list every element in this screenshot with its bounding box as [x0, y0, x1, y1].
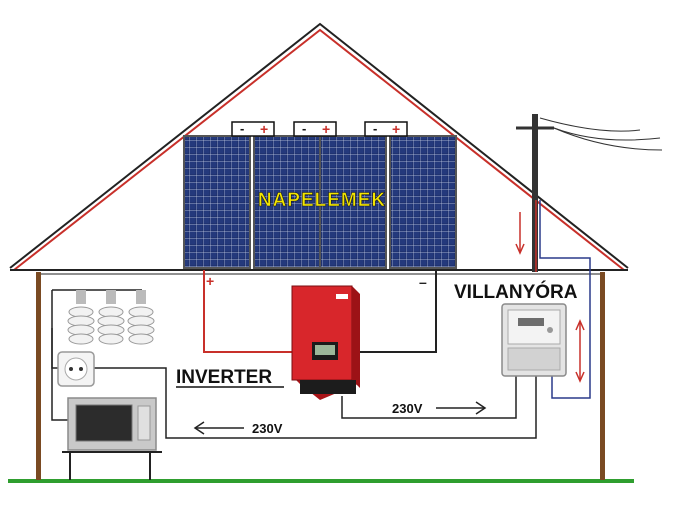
meter-icon	[501, 303, 567, 377]
connector-3-plus: +	[392, 121, 400, 137]
connector-2-plus: +	[322, 121, 330, 137]
bulb-icon	[97, 290, 125, 345]
connector-1-plus: +	[260, 121, 268, 137]
bulb-icon	[67, 290, 95, 345]
connector-3-minus: -	[373, 121, 377, 136]
roof	[9, 22, 629, 271]
solar-panel-4	[389, 135, 457, 269]
arrow-up-down-icon	[575, 319, 585, 383]
dc-minus-label: –	[419, 274, 427, 290]
meter-label: VILLANYÓRA	[454, 281, 578, 303]
utility-pole-icon	[516, 114, 663, 272]
socket-icon	[57, 351, 95, 387]
connector-1-minus: -	[240, 121, 244, 136]
dc-plus-label: +	[206, 273, 214, 289]
ground-line	[8, 479, 634, 483]
solar-panels	[183, 135, 457, 269]
bulb-icon	[127, 290, 155, 345]
connector-3: - +	[364, 121, 408, 137]
ac-wiring	[51, 289, 537, 439]
grid-wiring	[515, 200, 591, 399]
microwave-icon	[62, 397, 162, 480]
solar-panel-3	[319, 135, 387, 269]
connector-2: - +	[293, 121, 337, 137]
inverter-label: INVERTER	[176, 367, 272, 388]
light-bulbs	[51, 290, 155, 345]
dc-wiring: + –	[203, 270, 437, 353]
panel-connectors: - + - + - +	[231, 121, 408, 137]
solar-panel-1	[183, 135, 251, 269]
voltage-to-meter-label: 230V	[392, 401, 423, 416]
arrow-right-icon	[436, 401, 487, 415]
connector-2-minus: -	[302, 121, 306, 136]
connector-1: - +	[231, 121, 275, 137]
arrow-left-icon	[193, 421, 244, 435]
house-walls	[36, 272, 605, 480]
arrow-down-icon	[515, 212, 525, 255]
inverter-icon	[291, 285, 360, 400]
panels-label: NAPELEMEK	[258, 190, 386, 211]
voltage-to-house-label: 230V	[252, 421, 283, 436]
